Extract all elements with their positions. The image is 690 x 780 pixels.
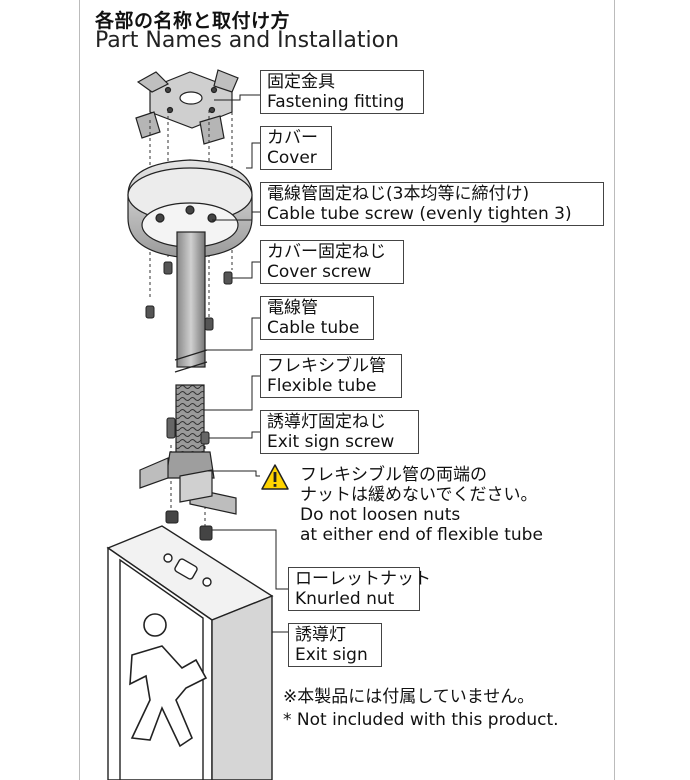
warning-jp-line1: フレキシブル管の両端の	[300, 465, 487, 485]
leader-lines	[204, 94, 288, 633]
label-fastening-fitting: 固定金具 Fastening fitting	[260, 70, 424, 114]
label-cable-tube-screw-en: Cable tube screw (evenly tighten 3)	[267, 204, 572, 224]
exit-sign-screws	[166, 417, 210, 445]
label-knurled-nut-jp: ローレットナット	[295, 569, 431, 589]
knurled-nuts	[165, 510, 213, 541]
warning-text: フレキシブル管の両端の ナットは緩めないでください。 Do not loosen…	[300, 465, 543, 545]
fastening-fitting-part	[135, 69, 239, 145]
label-cable-tube-jp: 電線管	[267, 298, 318, 318]
label-flexible-tube-jp: フレキシブル管	[267, 356, 386, 376]
cable-tube-part	[174, 231, 208, 373]
label-cable-tube-screw: 電線管固定ねじ(3本均等に締付け) Cable tube screw (even…	[260, 182, 604, 226]
label-cover-screw: カバー固定ねじ Cover screw	[260, 240, 404, 284]
label-exit-sign: 誘導灯 Exit sign	[288, 623, 382, 667]
label-exit-sign-en: Exit sign	[295, 645, 368, 665]
label-knurled-nut: ローレットナット Knurled nut	[288, 567, 431, 611]
label-cover-screw-jp: カバー固定ねじ	[267, 242, 386, 262]
note-jp: ※本製品には付属していません。	[283, 687, 535, 707]
label-cover-screw-en: Cover screw	[267, 262, 372, 282]
label-exit-sign-screw-en: Exit sign screw	[267, 432, 395, 452]
label-fastening-fitting-en: Fastening fitting	[267, 92, 405, 112]
cover-screws	[145, 261, 233, 331]
label-cable-tube: 電線管 Cable tube	[260, 296, 374, 340]
label-flexible-tube-en: Flexible tube	[267, 376, 377, 396]
label-cover-jp: カバー	[267, 128, 318, 148]
page-title-en: Part Names and Installation	[95, 28, 400, 53]
label-flexible-tube: フレキシブル管 Flexible tube	[260, 354, 402, 398]
label-cover: カバー Cover	[260, 126, 332, 170]
running-man-icon	[129, 613, 208, 748]
warning-jp-line2: ナットは緩めないでください。	[300, 485, 538, 505]
warning-en-line2: at either end of flexible tube	[300, 525, 543, 545]
note-en: * Not included with this product.	[283, 710, 559, 730]
label-cable-tube-screw-jp: 電線管固定ねじ(3本均等に締付け)	[267, 184, 530, 204]
cover-part	[127, 159, 253, 259]
label-cover-en: Cover	[267, 148, 317, 168]
label-exit-sign-jp: 誘導灯	[295, 625, 346, 645]
bracket-part	[139, 457, 237, 515]
label-exit-sign-screw-jp: 誘導灯固定ねじ	[267, 412, 386, 432]
exit-sign-part	[106, 525, 274, 780]
page-title-jp: 各部の名称と取付け方	[95, 10, 291, 32]
page-frame	[79, 0, 615, 780]
label-fastening-fitting-jp: 固定金具	[267, 72, 335, 92]
label-knurled-nut-en: Knurled nut	[295, 589, 395, 609]
warning-triangle-icon	[261, 464, 289, 490]
label-exit-sign-screw: 誘導灯固定ねじ Exit sign screw	[260, 410, 419, 454]
warning-en-line1: Do not loosen nuts	[300, 505, 461, 525]
label-cable-tube-en: Cable tube	[267, 318, 360, 338]
